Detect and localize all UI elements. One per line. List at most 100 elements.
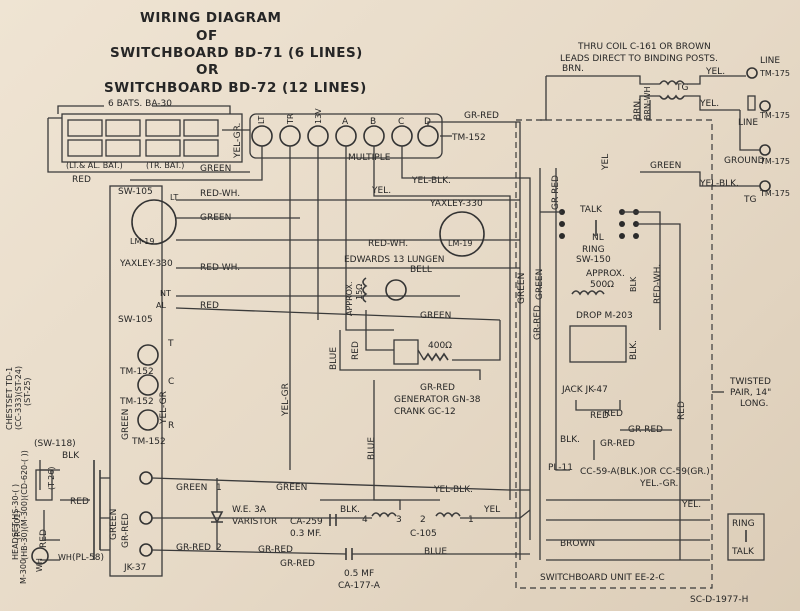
title-line2: OF xyxy=(196,28,218,44)
headset-section: HEADSET HS-30-( ) (HB-30)(M-300)(CD-620-… xyxy=(5,366,110,584)
headset-wh2-label: WH xyxy=(58,553,72,562)
terminal-lt xyxy=(251,125,273,147)
tm152-r-label: TM-152 xyxy=(131,437,166,447)
microphone-symbol xyxy=(31,547,49,565)
terminal-b xyxy=(363,125,385,147)
twisted-line2: PAIR, 14" xyxy=(730,388,771,398)
top-gr-red-label: GR-RED xyxy=(464,111,499,121)
battery-green-label: GREEN xyxy=(200,164,231,174)
generator-box xyxy=(393,339,419,365)
coil-note-line1: THRU COIL C-161 OR BROWN xyxy=(577,42,711,52)
pl11-label: PL-11 xyxy=(548,463,573,473)
jack-contact-2 xyxy=(139,511,153,525)
yaxley330-right-label: YAXLEY-330 xyxy=(429,199,483,209)
coil-green-label: GREEN xyxy=(650,161,681,171)
coil-yel-blk-label: YEL-BLK. xyxy=(699,179,739,189)
bottom-wiring: GREEN GREEN 1 2 W.E. 3A VARISTOR CA-259 … xyxy=(151,477,531,591)
coil-tg-label: TG xyxy=(675,83,688,93)
lt-switch-label: LT xyxy=(170,193,178,202)
line-coil-section: THRU COIL C-161 OR BROWN LEADS DIRECT TO… xyxy=(540,42,790,205)
tm152-c-label: TM-152 xyxy=(119,397,154,407)
title-line1: WIRING DIAGRAM xyxy=(140,10,281,26)
ground-label: GROUND xyxy=(724,156,765,166)
headset-wh-label: WH xyxy=(35,558,44,572)
tm175-a-label: TM-175 xyxy=(759,69,790,78)
r-label: R xyxy=(168,421,174,431)
red-wh-v-label: RED-WH. xyxy=(653,264,663,304)
center-green-label: GREEN xyxy=(420,311,451,321)
top-yel-blk-label: YEL-BLK. xyxy=(411,176,451,186)
coil-terminal-4: 4 xyxy=(362,515,368,525)
coil-brn-v-label: BRN. xyxy=(633,98,643,120)
blk-v-label: BLK xyxy=(629,276,638,292)
bottom-yel-blk-label: YEL-BLK. xyxy=(433,485,473,495)
gr-red-v-label: GR-RED xyxy=(121,513,131,548)
sw105-top-label: SW-105 xyxy=(118,187,153,197)
yel-gr-label: YEL.-GR. xyxy=(639,479,678,489)
m300-label: M-300 xyxy=(19,559,28,584)
talk-label: TALK xyxy=(579,205,603,215)
bottom-gr-red3-label: GR-RED xyxy=(280,559,315,569)
approx-label: APPROX. xyxy=(345,282,354,317)
twisted-line3: LONG. xyxy=(740,399,768,409)
terminal-d xyxy=(417,125,439,147)
terminal-tr xyxy=(279,125,301,147)
plug-pl58 xyxy=(93,460,101,560)
blk2-v-label: BLK. xyxy=(629,340,639,360)
switch-red-v-label: RED xyxy=(677,401,687,420)
terminal-a-label: A xyxy=(342,117,349,127)
sw105-bottom-label: SW-105 xyxy=(118,315,153,325)
drawing-number: SC-D-1977-H xyxy=(690,595,748,605)
multiple-label: MULTIPLE xyxy=(348,153,391,163)
brown-label: BROWN xyxy=(560,539,595,549)
c105-label: C-105 xyxy=(410,529,437,539)
al-label: AL xyxy=(156,301,166,310)
terminal-13v xyxy=(307,125,329,147)
varistor-line2: VARISTOR xyxy=(232,517,277,527)
drop-coil xyxy=(571,290,605,296)
receiver-symbol xyxy=(35,469,53,501)
crank-label: CRANK GC-12 xyxy=(394,407,456,417)
yel-gr-v-label: YEL-GR xyxy=(159,391,169,425)
bottom-gr-red2-label: GR-RED xyxy=(258,545,293,555)
title-line5: SWITCHBOARD BD-72 (12 LINES) xyxy=(104,80,367,96)
twisted-line1: TWISTED xyxy=(729,377,771,387)
terminal-tm152-label: TM-152 xyxy=(451,133,486,143)
chestset-line3: (ST-25) xyxy=(23,377,32,406)
headset-red-label: RED xyxy=(70,497,89,507)
jack-red-label: RED xyxy=(590,411,609,421)
line-label-2: LINE xyxy=(738,118,758,128)
center-blue-v2-label: BLUE xyxy=(367,437,377,460)
line-label-1: LINE xyxy=(760,56,780,66)
c-label: C xyxy=(168,377,174,387)
approx-500-label: APPROX. xyxy=(586,269,625,279)
title-line4: OR xyxy=(196,62,219,78)
tm175-b-label: TM-175 xyxy=(759,111,790,120)
drop-m203 xyxy=(569,325,627,363)
battery-label: 6 BATS. BA-30 xyxy=(108,99,172,109)
tm175-d-label: TM-175 xyxy=(759,189,790,198)
yel-gr-v2-label: YEL-GR xyxy=(281,383,291,417)
resistor-400 xyxy=(423,352,449,362)
headset-line2: (HB-30)(M-300)(CD-620-( )) xyxy=(20,450,29,560)
coil-yel2-label: YEL. xyxy=(699,99,719,109)
terminal-lt-label: LT xyxy=(257,116,266,124)
terminal-c-label: C xyxy=(398,117,404,127)
coil-yel-v-label: YEL xyxy=(601,154,611,171)
binding-post-r xyxy=(137,409,159,431)
battery-yel-gr-label: YEL-GR. xyxy=(233,123,243,159)
left-red-label: RED xyxy=(200,301,219,311)
blue-bottom-label: BLUE xyxy=(424,547,447,557)
headset-line1: HEADSET HS-30-( ) xyxy=(11,484,20,560)
jack-red2-label: RED xyxy=(604,409,623,419)
bottom-green2-label: GREEN xyxy=(276,483,307,493)
bottom-blk-label: BLK. xyxy=(340,505,360,515)
drop-label: DROP M-203 xyxy=(576,311,633,321)
switch-yel-label: YEL. xyxy=(681,500,701,510)
terminal-b-label: B xyxy=(370,117,376,127)
ring-talk-box: RING TALK xyxy=(727,513,765,561)
nl-label: NL xyxy=(592,233,604,243)
chestset-line2: (CC-333)(ST-24) xyxy=(14,366,23,430)
